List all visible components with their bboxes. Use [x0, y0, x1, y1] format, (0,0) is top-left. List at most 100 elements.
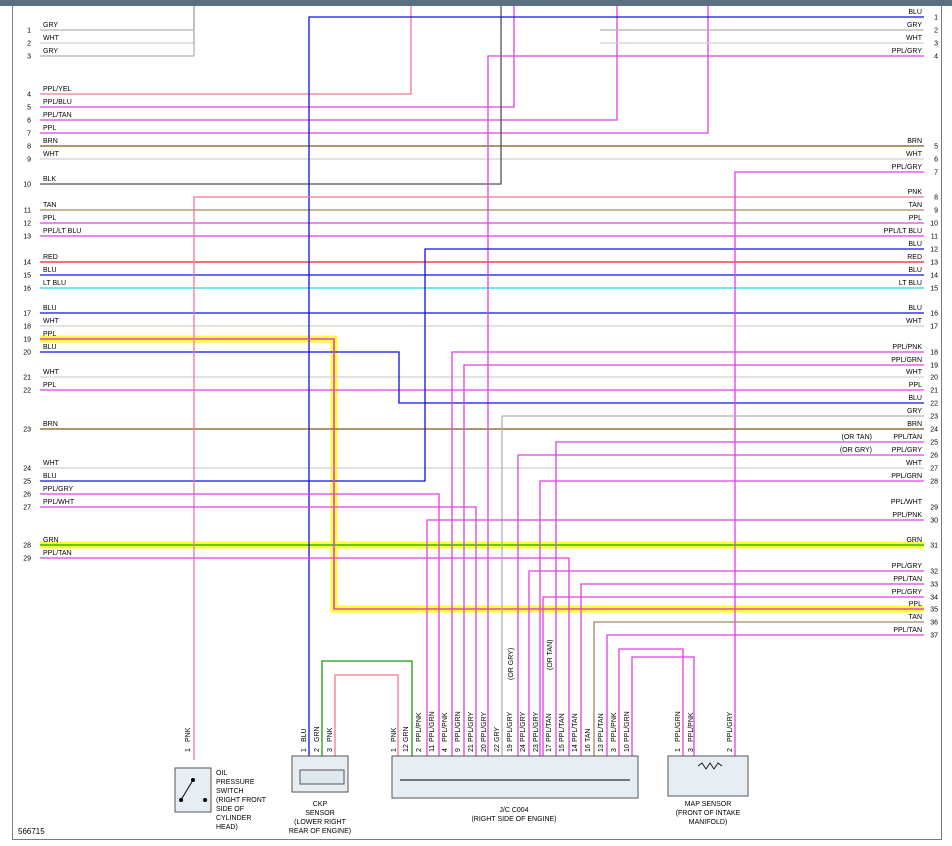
switch-terminal: [191, 778, 195, 782]
vertical-wire-label: GRY: [494, 727, 501, 742]
oil-switch-label: SWITCH: [216, 788, 244, 795]
wire-ppl-yel: [40, 6, 412, 95]
left-pin-number: 29: [23, 556, 31, 563]
pin-number: 10: [624, 744, 631, 752]
left-pin-number: 14: [23, 260, 31, 267]
oil-switch-label: OIL: [216, 770, 227, 777]
wire-ppl-tan-29: [40, 557, 570, 756]
left-wire-label: PPL/GRY: [43, 486, 74, 493]
left-wire-label: PPL/TAN: [43, 112, 72, 119]
pin-number: 3: [611, 748, 618, 752]
vertical-wire-label: PPL/GRY: [727, 711, 734, 742]
pin-number: 17: [546, 744, 553, 752]
ckp-label: SENSOR: [305, 810, 335, 817]
right-wire-label: PPL: [909, 382, 922, 389]
right-wire-label: PPL/LT BLU: [884, 228, 922, 235]
wire-ppl-gry-jc: [487, 55, 924, 756]
left-pin-number: 16: [23, 286, 31, 293]
right-wire-note: (OR TAN): [842, 434, 872, 441]
right-pin-number: 3: [934, 41, 938, 48]
wire-ppl-gry-map: [734, 171, 924, 756]
pin-number: 9: [455, 748, 462, 752]
left-wire-label: PPL/TAN: [43, 550, 72, 557]
map-resistor: [697, 762, 723, 770]
left-wire-label: BLU: [43, 473, 57, 480]
right-pin-number: 29: [930, 505, 938, 512]
ckp-label: (LOWER RIGHT: [294, 819, 346, 826]
left-wire-label: BRN: [43, 138, 58, 145]
left-wire-label: BLU: [43, 344, 57, 351]
left-pin-number: 25: [23, 479, 31, 486]
wire-layer: [40, 6, 924, 760]
left-pin-number: 19: [23, 337, 31, 344]
vertical-wire-label: PNK: [327, 727, 334, 742]
left-wire-label: PPL/BLU: [43, 99, 72, 106]
left-wire-label: BLU: [43, 305, 57, 312]
left-pin-number: 10: [23, 182, 31, 189]
pin-number: 14: [572, 744, 579, 752]
left-wire-label: BRN: [43, 421, 58, 428]
pin-number: 22: [494, 744, 501, 752]
left-wire-label: PPL: [43, 331, 56, 338]
component-layer: [174, 755, 749, 813]
wire-ppl: [40, 6, 709, 134]
pin-number: 15: [559, 744, 566, 752]
right-wire-label: WHT: [906, 318, 923, 325]
left-wire-label: WHT: [43, 460, 60, 467]
right-wire-label: WHT: [906, 460, 923, 467]
right-pin-number: 32: [930, 569, 938, 576]
left-pin-number: 21: [23, 375, 31, 382]
right-wire-label: TAN: [909, 202, 922, 209]
left-wire-label: PPL: [43, 215, 56, 222]
left-pin-number: 24: [23, 466, 31, 473]
right-wire-label: PPL/GRN: [891, 357, 922, 364]
right-wire-label: PPL/PNK: [892, 344, 922, 351]
left-pin-number: 18: [23, 324, 31, 331]
pin-number: 16: [585, 744, 592, 752]
right-wire-label: GRY: [907, 22, 922, 29]
vertical-wire-label: BLU: [301, 728, 308, 742]
wire-jc: [528, 570, 924, 756]
pin-number: 3: [688, 748, 695, 752]
vertical-wire-label: PPL/GRY: [481, 711, 488, 742]
wire-ppl-wht-27: [40, 506, 477, 756]
wire-jc: [555, 441, 924, 756]
left-pin-number: 23: [23, 427, 31, 434]
left-wire: [40, 6, 195, 57]
vertical-wire-label: TAN: [585, 729, 592, 742]
wire-jc: [517, 454, 924, 756]
right-pin-number: 26: [930, 453, 938, 460]
right-pin-number: 17: [930, 324, 938, 331]
right-wire-label: PPL/TAN: [893, 627, 922, 634]
left-pin-number: 6: [27, 118, 31, 125]
left-pin-number: 7: [27, 131, 31, 138]
pin-number: 3: [327, 748, 334, 752]
ckp-label: CKP: [313, 801, 328, 808]
wire-ppl-gry-26: [40, 493, 440, 756]
map-sensor: [667, 755, 749, 797]
figure-id: 566715: [18, 827, 45, 836]
wire-map-1: [618, 648, 684, 756]
right-pin-number: 8: [934, 195, 938, 202]
right-pin-number: 12: [930, 247, 938, 254]
right-pin-number: 34: [930, 595, 938, 602]
left-wire-label: RED: [43, 254, 58, 261]
left-wire-label: PPL/LT BLU: [43, 228, 81, 235]
left-pin-number: 9: [27, 157, 31, 164]
left-pin-number: 5: [27, 105, 31, 112]
pin-number: 1: [185, 748, 192, 752]
right-pin-number: 6: [934, 157, 938, 164]
wire-pnk-oil: [193, 196, 924, 760]
map-label: MANIFOLD): [689, 819, 728, 826]
right-wire-label: RED: [907, 254, 922, 261]
right-pin-number: 23: [930, 414, 938, 421]
right-pin-number: 9: [934, 208, 938, 215]
right-wire-label: PPL/TAN: [893, 434, 922, 441]
left-pin-number: 27: [23, 505, 31, 512]
highlight-layer: [40, 335, 924, 613]
pin-number: 2: [416, 748, 423, 752]
switch-terminal: [179, 798, 183, 802]
vertical-wire-label: PPL/GRN: [429, 711, 436, 742]
vertical-wire-label: PNK: [391, 727, 398, 742]
wire-jc: [593, 621, 924, 756]
